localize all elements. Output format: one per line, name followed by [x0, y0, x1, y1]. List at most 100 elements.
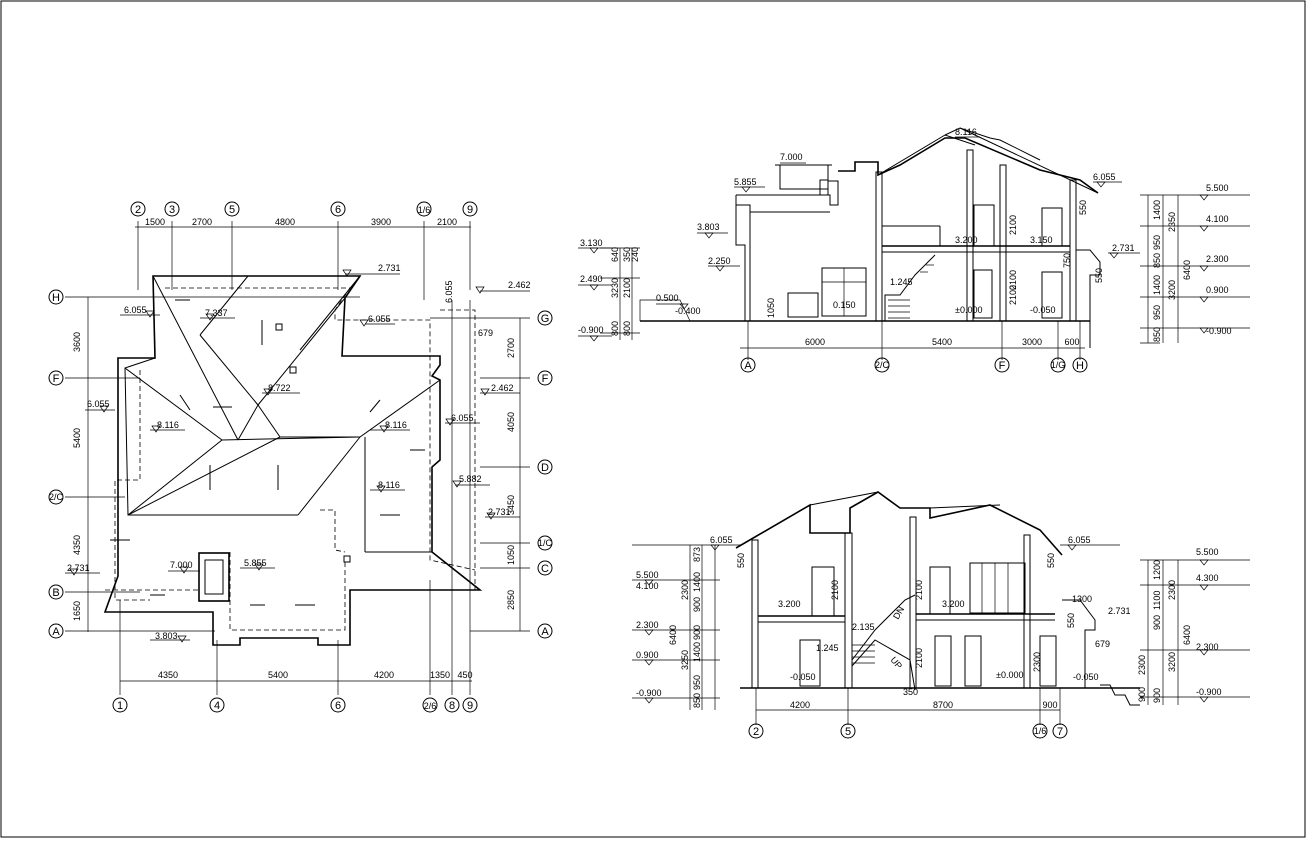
elevation-text: 6.055: [87, 399, 110, 409]
level-text: -0.050: [790, 672, 816, 682]
axis-label: A: [744, 360, 752, 372]
dim-text: 1500: [145, 217, 165, 227]
level-text: 0.150: [833, 300, 856, 310]
level-text: 3.200: [942, 599, 965, 609]
level-text: -0.900: [636, 688, 662, 698]
roof-plan: 2 3 5 6 1/6 9 1500 2700 4800 3900 2100 4…: [48, 201, 553, 713]
dim-text: 2100: [1008, 270, 1018, 290]
level-text: 2.300: [636, 620, 659, 630]
dim-text: 550: [736, 553, 746, 568]
dim-text: 900: [692, 625, 702, 640]
axis-label: B: [52, 587, 59, 599]
axis-label: H: [52, 292, 60, 304]
dim-text: 850: [692, 693, 702, 708]
level-text: 3.803: [697, 222, 720, 232]
dim-text: 1400: [692, 642, 702, 662]
level-text: 2.731: [1108, 606, 1131, 616]
level-text: -0.400: [675, 306, 701, 316]
elevation-text: 8.116: [385, 420, 407, 430]
dim-text: 950: [1152, 305, 1162, 320]
dim-text: 1400: [692, 572, 702, 592]
dim-text: 800: [622, 321, 632, 336]
dim-text: 850: [1152, 327, 1162, 342]
elevation-text: 5.882: [459, 474, 482, 484]
dim-text: 1200: [1152, 560, 1162, 580]
axis-bubble: [130, 201, 146, 217]
dim-text: 2700: [192, 217, 212, 227]
dim-text: 5400: [932, 337, 952, 347]
level-text: 3.200: [955, 235, 978, 245]
dim-text: 1050: [766, 298, 776, 318]
axis-bubble: [164, 201, 180, 217]
dim-text: 2350: [1167, 212, 1177, 232]
elevation-text: 2.731: [488, 507, 511, 517]
dim-text: 600: [1064, 337, 1079, 347]
dim-text: 2300: [1137, 655, 1147, 675]
dim-text: 3250: [680, 650, 690, 670]
roof-outline: [103, 275, 483, 646]
dim-text: 4050: [506, 412, 516, 432]
dim-text: 450: [457, 670, 472, 680]
axis-label: C: [541, 563, 549, 575]
dim-text: 4200: [374, 670, 394, 680]
dim-text: 873: [692, 547, 702, 562]
dim-text: 900: [1152, 688, 1162, 703]
axis-label: 2: [753, 726, 759, 738]
level-text: 3.130: [580, 238, 603, 248]
dim-text: 550: [1078, 200, 1088, 215]
dim-text: 1400: [1152, 200, 1162, 220]
roof-profile: [838, 137, 1099, 194]
axis-label: 7: [1057, 726, 1063, 738]
axis-label: 6: [335, 204, 341, 216]
level-text: ±0.000: [955, 305, 982, 315]
axis-label: F: [542, 373, 549, 385]
dim-text: 2300: [680, 580, 690, 600]
level-text: 2.250: [708, 256, 731, 266]
axis-label: 9: [467, 700, 473, 712]
axis-label: 5: [229, 204, 235, 216]
axis-label: 9: [467, 204, 473, 216]
dim-text: 1100: [1152, 591, 1162, 610]
dim-text: 240: [630, 247, 640, 262]
dim-text: 4200: [790, 700, 810, 710]
roof-profile: [735, 491, 1063, 556]
elevation-text: 6.055: [444, 280, 454, 303]
elevation-text: 7.000: [170, 560, 193, 570]
dim-text: 6400: [1182, 260, 1192, 280]
dim-text: 3450: [506, 495, 516, 515]
level-text: 4.100: [1206, 214, 1229, 224]
elevation-text: 8.116: [157, 420, 179, 430]
dim-text: 550: [1094, 268, 1104, 283]
dim-text: 550: [1066, 613, 1076, 628]
level-text: 5.500: [636, 570, 659, 580]
dim-text: 3200: [1167, 652, 1177, 672]
dim-text: 950: [1152, 235, 1162, 250]
chimney: [198, 552, 230, 602]
elevation-text: 2.731: [378, 263, 401, 273]
level-text: 1.245: [890, 277, 913, 287]
window: [969, 562, 1026, 614]
level-text: 5.500: [1196, 547, 1219, 557]
axis-bubble: [416, 201, 432, 217]
axis-label: 2/C: [49, 492, 64, 502]
dim-text: 1350: [430, 670, 450, 680]
level-text: -0.900: [1196, 687, 1222, 697]
level-text: -0.900: [1206, 326, 1232, 336]
dim-text: 1400: [1152, 275, 1162, 295]
axis-label: 1/6: [418, 205, 431, 215]
dim-text: 800: [610, 321, 620, 336]
dim-text: 1650: [72, 601, 82, 621]
level-text: 2.300: [1206, 254, 1229, 264]
dim-text: 900: [1152, 615, 1162, 630]
level-text: 1.245: [816, 643, 839, 653]
axis-label: A: [541, 626, 549, 638]
section-1: 3.130 2.490 0.500 -0.400 -0.900 3.803 2.…: [578, 127, 1250, 373]
dim-text: 2300: [1167, 580, 1177, 600]
dim-text: 4350: [158, 670, 178, 680]
level-text: ±0.000: [996, 670, 1023, 680]
axis-label: 1/C: [538, 538, 553, 548]
axis-bubble: [224, 201, 240, 217]
level-text: 6.055: [1093, 172, 1116, 182]
